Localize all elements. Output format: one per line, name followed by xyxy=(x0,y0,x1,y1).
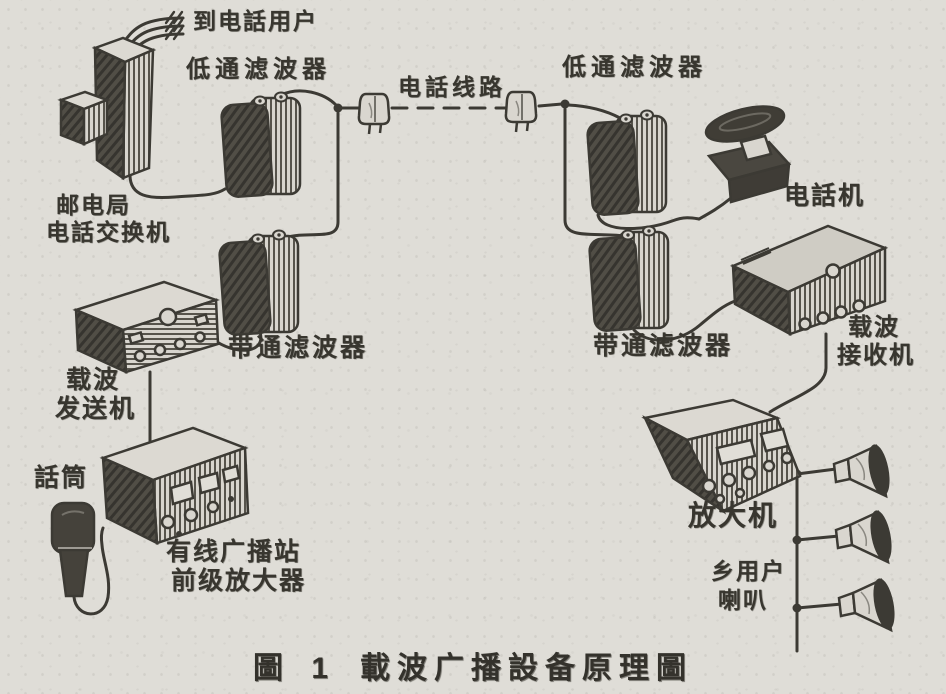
horn-speaker-icon xyxy=(837,575,900,633)
label-preamp-line1: 有线广播站 xyxy=(166,538,302,566)
lowpass-filter-left-icon xyxy=(219,91,302,199)
label-carrier-tx-line1: 载波 xyxy=(66,366,121,394)
label-exchange-line1: 邮电局 xyxy=(56,192,131,218)
line-insulator-icon xyxy=(357,92,391,136)
wire-lpf-right-to-phone xyxy=(596,213,701,230)
label-village-line1: 乡用户 xyxy=(711,558,786,584)
horn-speaker-icon xyxy=(834,507,897,565)
label-bpf-left: 带通滤波器 xyxy=(228,334,369,362)
carrier-transmitter-icon xyxy=(72,280,220,375)
wire-exchange-to-lpf-left xyxy=(128,173,227,200)
telephone-line-solid-right xyxy=(537,102,564,108)
carrier-receiver-icon xyxy=(729,224,889,337)
label-microphone: 話筒 xyxy=(34,464,89,492)
junction-dots xyxy=(333,99,802,613)
telephone-exchange-icon xyxy=(57,36,157,181)
junction-dot xyxy=(560,99,570,109)
figure-caption: 圖 1 載波广播設备原理圖 xyxy=(0,643,946,687)
label-phone-line: 电話线路 xyxy=(398,74,506,100)
figure-number: 圖 1 xyxy=(252,652,339,685)
label-lpf-left: 低通滤波器 xyxy=(186,56,331,83)
bandpass-filter-right-icon xyxy=(587,225,670,333)
label-carrier-rx-line2: 接收机 xyxy=(837,342,915,369)
label-preamp-line2: 前级放大器 xyxy=(171,567,307,595)
bandpass-filter-left-icon xyxy=(217,229,300,337)
junction-dot xyxy=(333,103,343,113)
horn-speaker-icon xyxy=(832,441,895,499)
junction-dot xyxy=(792,603,802,613)
label-bpf-right: 带通滤波器 xyxy=(593,332,734,360)
wire-bpf-left-to-transmitter xyxy=(215,330,263,352)
wire-hash-marks xyxy=(164,10,184,41)
label-lpf-right: 低通滤波器 xyxy=(562,54,707,81)
label-to-phone-users: 到电話用户 xyxy=(193,8,318,34)
label-telephone: 电話机 xyxy=(784,182,866,210)
wire-junction2-to-lpf-right xyxy=(566,103,622,120)
label-amplifier: 放大机 xyxy=(688,500,779,531)
line-insulator-icon xyxy=(504,90,538,134)
telephone-icon xyxy=(704,105,792,204)
label-village-line2: 喇叭 xyxy=(718,587,768,613)
microphone-icon xyxy=(50,501,96,598)
wire-junction2-to-bpf-right xyxy=(563,107,626,238)
preamplifier-icon xyxy=(99,426,250,546)
label-carrier-tx-line2: 发送机 xyxy=(55,395,137,423)
figure-title: 載波广播設备原理圖 xyxy=(360,652,694,685)
label-carrier-rx-line1: 载波 xyxy=(848,314,900,341)
label-exchange-line2: 电話交换机 xyxy=(46,219,171,245)
junction-dot xyxy=(792,535,802,545)
lowpass-filter-right-icon xyxy=(585,109,668,217)
wire-bpf-right-to-receiver xyxy=(632,299,737,342)
wire-speaker-stub-1 xyxy=(795,467,838,476)
amplifier-icon xyxy=(641,398,802,515)
wire-receiver-to-amplifier xyxy=(768,332,828,414)
wire-speaker-stub-3 xyxy=(795,602,844,610)
wire-phone-cord xyxy=(697,196,733,221)
wire-speaker-stub-2 xyxy=(795,534,841,542)
wire-mic-cable xyxy=(72,526,111,616)
